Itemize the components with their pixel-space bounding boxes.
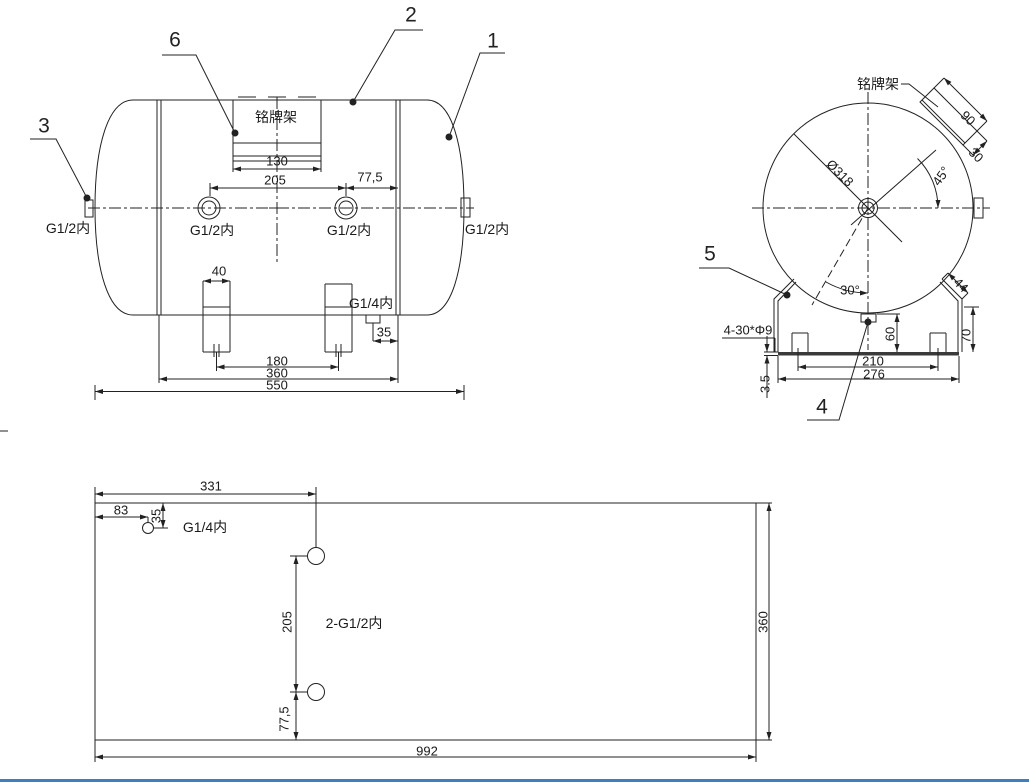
drain-port-label: G1/4内 <box>348 295 394 311</box>
dim-83: 83 <box>113 502 129 518</box>
dim-30deg: 30° <box>840 282 860 298</box>
port-label-top2: G1/2内 <box>326 222 372 238</box>
dim-dev-77-5: 77,5 <box>276 706 292 732</box>
port-label-right: G1/2内 <box>464 221 510 237</box>
dim-3-5: 3.5 <box>757 374 773 394</box>
callout-5: 5 <box>704 242 716 266</box>
dim-331: 331 <box>200 478 222 494</box>
end-nameplate-label: 铭牌架 <box>857 76 899 92</box>
slot-note: 4-30*Φ9 <box>723 322 773 338</box>
port-label-left: G1/2内 <box>45 220 91 236</box>
callout-2: 2 <box>405 3 417 27</box>
dim-992: 992 <box>416 743 438 759</box>
dim-276: 276 <box>863 366 885 382</box>
dim-35: 35 <box>376 324 392 340</box>
dim-205: 205 <box>264 172 286 188</box>
dim-550: 550 <box>266 377 288 393</box>
dim-360: 360 <box>266 365 288 381</box>
dim-210: 210 <box>862 353 884 369</box>
callout-4: 4 <box>816 395 828 419</box>
callout-6: 6 <box>169 28 181 52</box>
dev-ports-label: 2-G1/2内 <box>325 615 383 631</box>
window-bottom-edge <box>0 779 1029 782</box>
dim-60: 60 <box>882 326 898 342</box>
dim-70: 70 <box>958 328 974 344</box>
callout-1: 1 <box>487 29 499 53</box>
dim-40: 40 <box>211 263 227 279</box>
dim-dev-205: 205 <box>279 611 295 633</box>
callout-3: 3 <box>38 114 50 138</box>
port-label-top1: G1/2内 <box>189 222 235 238</box>
side-nameplate-label: 铭牌架 <box>255 109 297 125</box>
dim-dev-35: 35 <box>148 508 164 524</box>
dev-drain-label: G1/4内 <box>182 519 228 535</box>
dim-77-5: 77,5 <box>357 169 383 185</box>
dim-dev-360: 360 <box>755 611 771 633</box>
dim-180: 180 <box>266 353 288 369</box>
dim-130: 130 <box>266 153 288 169</box>
